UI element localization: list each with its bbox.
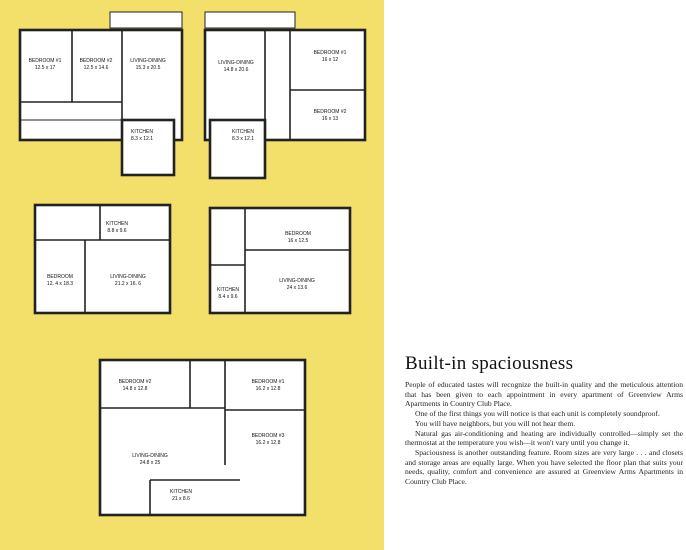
floor-plans-drawing: BEDROOM #1 12.5 x 17 BEDROOM #2 12.5 x 1…	[18, 11, 367, 517]
room-name: KITCHEN	[131, 129, 153, 135]
room-name: BEDROOM #2	[314, 109, 347, 115]
room-size: 16.2 x 12.8	[256, 386, 281, 392]
room-name: KITCHEN	[106, 221, 128, 227]
room-size: 8.3 x 12.1	[131, 136, 153, 142]
room-name: LIVING-DINING	[279, 278, 315, 284]
room-name: BEDROOM #2	[80, 58, 113, 64]
room-name: BEDROOM #1	[314, 50, 347, 56]
floor-plan-2	[203, 11, 367, 180]
floor-plan-5	[98, 358, 307, 517]
room-size: 8.4 x 9.6	[218, 294, 237, 300]
floor-plan-4	[208, 206, 352, 315]
room-name: BEDROOM #3	[252, 433, 285, 439]
room-name: KITCHEN	[170, 489, 192, 495]
paragraph: Spaciousness is another outstanding feat…	[405, 447, 683, 487]
paragraph: One of the first things you will notice …	[415, 409, 660, 419]
room-name: LIVING-DINING	[132, 453, 168, 459]
room-name: KITCHEN	[217, 287, 239, 293]
room-name: BEDROOM #2	[119, 379, 152, 385]
paragraph: You will have neighbors, but you will no…	[415, 418, 576, 428]
room-name: BEDROOM	[47, 274, 73, 280]
room-size: 14.8 x 20.6	[224, 67, 249, 73]
room-name: LIVING-DINING	[218, 60, 254, 66]
room-size: 8.3 x 12.1	[232, 136, 254, 142]
room-size: 16 x 12	[322, 57, 339, 63]
room-size: 12.5 x 17	[35, 65, 56, 71]
room-name: KITCHEN	[232, 129, 254, 135]
room-size: 21 x 8.6	[172, 496, 190, 502]
room-size: 8.8 x 9.6	[107, 228, 126, 234]
floor-plan-1	[18, 11, 184, 177]
room-size: 21.2 x 16. 6	[115, 281, 141, 287]
paragraph: Natural gas air-conditioning and heating…	[405, 428, 683, 448]
text-panel	[384, 0, 686, 550]
room-name: BEDROOM	[285, 231, 311, 237]
room-size: 24.8 x 25	[140, 460, 161, 466]
article-body: People of educated tastes will recognize…	[405, 380, 683, 487]
room-size: 14.8 x 12.8	[123, 386, 148, 392]
paragraph: People of educated tastes will recognize…	[405, 380, 683, 409]
room-size: 15.3 x 20.5	[136, 65, 161, 71]
floor-plan-3	[33, 203, 172, 315]
room-size: 12.5 x 14.6	[84, 65, 109, 71]
room-name: LIVING-DINING	[110, 274, 146, 280]
room-name: BEDROOM #1	[252, 379, 285, 385]
room-size: 16 x 13	[322, 116, 339, 122]
room-size: 12. 4 x 18.3	[47, 281, 73, 287]
room-size: 16.2 x 12.8	[256, 440, 281, 446]
room-name: BEDROOM #1	[29, 58, 62, 64]
room-size: 16 x 12.5	[288, 238, 309, 244]
article-heading: Built-in spaciousness	[405, 353, 574, 374]
room-name: LIVING-DINING	[130, 58, 166, 64]
room-size: 24 x 13.6	[287, 285, 308, 291]
